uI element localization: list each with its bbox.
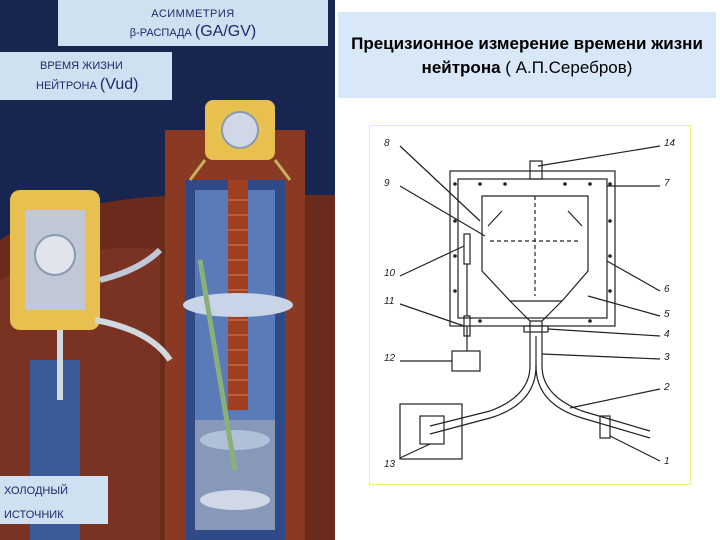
diagram-label-6: 6 (664, 284, 670, 295)
apparatus-diagram: 8 9 10 11 12 13 14 7 6 5 4 3 2 1 (369, 125, 691, 485)
diagram-label-8: 8 (384, 138, 390, 149)
asymmetry-line2: β-РАСПАДА (129, 27, 192, 39)
title-author: ( А.П.Серебров) (500, 58, 633, 77)
lifetime-formula: (Vud) (99, 76, 139, 93)
lifetime-line2: НЕЙТРОНА (36, 80, 97, 92)
title-box: Прецизионное измерение времени жизни ней… (338, 12, 716, 98)
asymmetry-formula: (GA/GV) (194, 23, 257, 40)
diagram-label-13: 13 (384, 459, 396, 470)
lifetime-line1: ВРЕМЯ ЖИЗНИ (40, 60, 123, 72)
reactor-poster: АСИММЕТРИЯ β-РАСПАДА (GA/GV) ВРЕМЯ ЖИЗНИ… (0, 0, 335, 540)
cold-source-line2: ИСТОЧНИК (4, 509, 64, 521)
apparatus-schematic (399, 145, 661, 462)
asymmetry-label: АСИММЕТРИЯ β-РАСПАДА (GA/GV) (58, 0, 328, 46)
diagram-label-10: 10 (384, 268, 396, 279)
lifetime-label: ВРЕМЯ ЖИЗНИ НЕЙТРОНА (Vud) (0, 52, 172, 100)
cold-source-line1: ХОЛОДНЫЙ (4, 485, 68, 497)
diagram-label-3: 3 (664, 352, 670, 363)
diagram-label-9: 9 (384, 178, 390, 189)
diagram-label-1: 1 (664, 456, 670, 467)
diagram-label-11: 11 (384, 296, 395, 307)
diagram-label-12: 12 (384, 353, 396, 364)
diagram-label-2: 2 (664, 382, 670, 393)
asymmetry-line1: АСИММЕТРИЯ (151, 8, 235, 20)
diagram-label-5: 5 (664, 309, 670, 320)
cold-source-label: ХОЛОДНЫЙ ИСТОЧНИК (0, 476, 108, 524)
slide-title: Прецизионное измерение времени жизни ней… (338, 32, 716, 80)
diagram-label-14: 14 (664, 138, 676, 149)
diagram-label-4: 4 (664, 329, 670, 340)
title-bold: Прецизионное измерение времени жизни ней… (351, 34, 703, 77)
diagram-label-7: 7 (664, 178, 670, 189)
